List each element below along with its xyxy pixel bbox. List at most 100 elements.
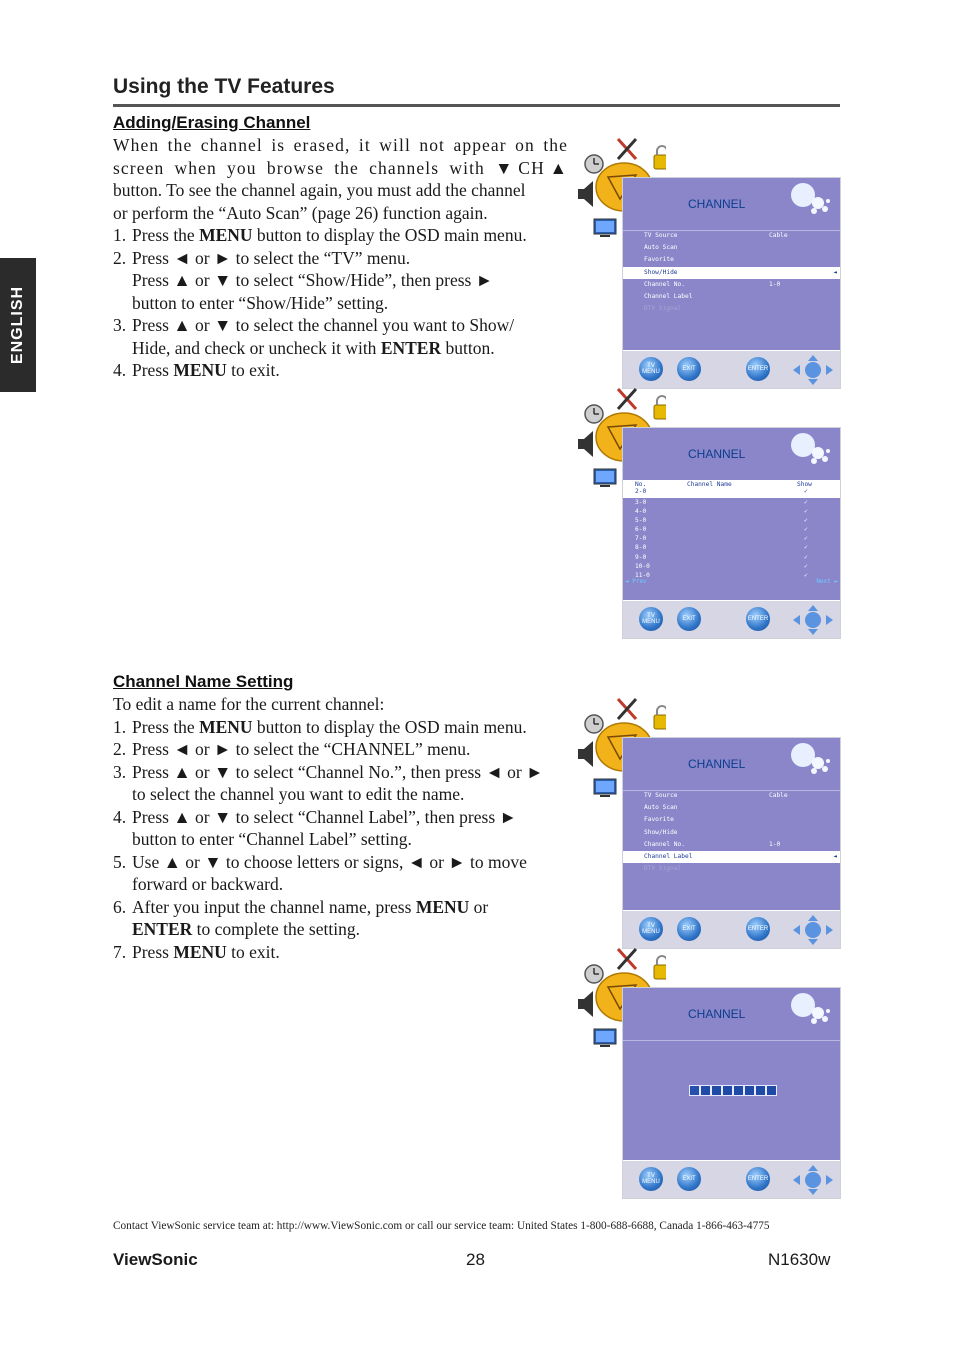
lock-icon bbox=[653, 955, 666, 980]
footer-brand: ViewSonic bbox=[113, 1250, 198, 1269]
osd-exit-button-label: EXIT bbox=[682, 366, 696, 372]
osd-menu-item[interactable]: Channel No.1-0 bbox=[623, 279, 840, 291]
lock-icon bbox=[653, 705, 666, 730]
text-run: button to enter “Show/Hide” setting. bbox=[132, 292, 389, 313]
osd-enter-button[interactable]: ENTER bbox=[746, 1167, 770, 1191]
section1-intro-line: screen when you browse the channels with… bbox=[113, 157, 568, 178]
step-line: button to enter “Show/Hide” setting. bbox=[132, 292, 568, 315]
clock-icon bbox=[584, 714, 604, 734]
osd-menu-item-label: Auto Scan bbox=[644, 244, 678, 252]
osd-channel-row[interactable]: 7-0✓ bbox=[623, 534, 840, 543]
bold-term: ENTER bbox=[132, 919, 193, 939]
osd-channel-row[interactable]: 3-0✓ bbox=[623, 498, 840, 507]
step-text: Press MENU to exit. bbox=[132, 941, 568, 964]
osd-menu-item[interactable]: Auto Scan bbox=[623, 242, 840, 254]
osd-col-name: Channel Name bbox=[687, 481, 732, 488]
osd-exit-button[interactable]: EXIT bbox=[677, 917, 701, 941]
osd-exit-button[interactable]: EXIT bbox=[677, 1167, 701, 1191]
osd-check-icon: ✓ bbox=[804, 553, 808, 561]
osd-label-char-box[interactable] bbox=[689, 1085, 700, 1096]
osd-channel-number: 6-0 bbox=[635, 526, 647, 534]
tools-icon bbox=[616, 947, 638, 971]
osd-label-char-box[interactable] bbox=[733, 1085, 744, 1096]
osd-menu-button[interactable]: TV MENU bbox=[639, 357, 663, 381]
section2-body: To edit a name for the current channel: … bbox=[113, 693, 568, 963]
osd-channel-number: 10-0 bbox=[635, 562, 650, 570]
osd-next-page[interactable]: Next ► bbox=[816, 578, 838, 585]
osd-menu-item[interactable]: DTV Signal bbox=[623, 863, 840, 875]
osd-button-bar: TV MENU EXIT ENTER bbox=[623, 1160, 840, 1198]
osd-channel-number: 11-0 bbox=[635, 571, 650, 579]
osd-direction-pad-icon[interactable] bbox=[791, 605, 835, 635]
osd-channel-row[interactable]: 11-0✓ bbox=[623, 571, 840, 580]
osd-enter-button[interactable]: ENTER bbox=[746, 357, 770, 381]
osd-direction-pad-icon[interactable] bbox=[791, 915, 835, 945]
osd-menu-item-label: Channel No. bbox=[644, 280, 685, 288]
osd-channel-row[interactable]: 8-0 ✓ bbox=[623, 543, 840, 552]
step-line: Hide, and check or uncheck it with ENTER… bbox=[132, 337, 568, 360]
osd-label-char-box[interactable] bbox=[755, 1085, 766, 1096]
osd-menu-item-label: Favorite bbox=[644, 816, 674, 824]
tv-icon bbox=[593, 778, 617, 797]
osd-check-icon: ✓ bbox=[804, 544, 808, 552]
step-line: Press ▲ or ▼ to select “Show/Hide”, then… bbox=[132, 269, 568, 292]
osd-menu-item[interactable]: Favorite bbox=[623, 814, 840, 826]
osd-channel-row[interactable]: 9-0✓ bbox=[623, 553, 840, 562]
osd-exit-button[interactable]: EXIT bbox=[677, 357, 701, 381]
osd-menu-item[interactable]: Show/Hide bbox=[623, 827, 840, 839]
text-run: Press ▲ or ▼ to select “Channel Label”, … bbox=[132, 806, 517, 827]
osd-prev-page[interactable]: ◄ Prev bbox=[625, 578, 647, 585]
osd-menu-item[interactable]: Channel Label bbox=[623, 291, 840, 303]
osd-menu-item[interactable]: Auto Scan bbox=[623, 802, 840, 814]
osd-channel-number: 3-0 bbox=[635, 499, 647, 506]
osd-enter-button-label: ENTER bbox=[747, 926, 769, 932]
osd-menu-button[interactable]: TV MENU bbox=[639, 607, 663, 631]
step-number: 3. bbox=[113, 761, 127, 782]
osd-enter-button[interactable]: ENTER bbox=[746, 607, 770, 631]
section1-steps: 1.Press the MENU button to display the O… bbox=[113, 224, 568, 382]
step-item: 4.Press MENU to exit. bbox=[113, 359, 568, 382]
step-line: Press MENU to exit. bbox=[132, 359, 568, 382]
osd-menu-item-value: Cable bbox=[769, 792, 788, 799]
osd-panel-header: CHANNEL bbox=[623, 738, 840, 791]
osd-menu-item[interactable]: Show/Hide◄ bbox=[623, 266, 840, 279]
text-run: or bbox=[469, 896, 489, 917]
osd-label-char-box[interactable] bbox=[700, 1085, 711, 1096]
text-run: Press ▲ or ▼ to select “Show/Hide”, then… bbox=[132, 270, 494, 290]
osd-direction-pad-icon[interactable] bbox=[791, 355, 835, 385]
osd-label-char-box[interactable] bbox=[722, 1085, 733, 1096]
osd-label-char-box[interactable] bbox=[744, 1085, 755, 1096]
osd-menu-button[interactable]: TV MENU bbox=[639, 917, 663, 941]
osd-menu-item[interactable]: Favorite bbox=[623, 254, 840, 266]
osd-exit-button[interactable]: EXIT bbox=[677, 607, 701, 631]
osd-selection-arrow-icon: ◄ bbox=[833, 852, 837, 860]
osd-channel-row[interactable]: 4-0✓ bbox=[623, 507, 840, 516]
osd-enter-button-label: ENTER bbox=[747, 366, 769, 372]
osd-direction-pad-icon[interactable] bbox=[791, 1165, 835, 1195]
osd-menu-item-label: Channel No. bbox=[644, 840, 685, 848]
osd-label-char-box[interactable] bbox=[711, 1085, 722, 1096]
bubbles-decoration-icon bbox=[791, 183, 830, 214]
osd-label-char-box[interactable] bbox=[766, 1085, 777, 1096]
osd-menu-item[interactable]: Channel No.1-0 bbox=[623, 839, 840, 851]
osd-channel-number: 8-0 bbox=[635, 544, 647, 552]
osd-panel-title: CHANNEL bbox=[688, 447, 746, 461]
osd-menu-button[interactable]: TV MENU bbox=[639, 1167, 663, 1191]
osd-channel-row[interactable]: 6-0✓ bbox=[623, 525, 840, 534]
osd-channel-label-input[interactable] bbox=[689, 1085, 777, 1096]
osd-menu-item[interactable]: DTV Signal bbox=[623, 303, 840, 315]
osd-menu-item[interactable]: Channel Label◄ bbox=[623, 850, 840, 864]
bold-term: MENU bbox=[199, 225, 253, 245]
text-run: Press ◄ or ► to select the “CHANNEL” men… bbox=[132, 739, 471, 759]
osd-channel-row[interactable]: 5-0✓ bbox=[623, 516, 840, 525]
text-run: button to display the OSD main menu. bbox=[252, 716, 527, 737]
osd-col-show: Show bbox=[797, 481, 812, 488]
osd-enter-button[interactable]: ENTER bbox=[746, 917, 770, 941]
osd-channel-row[interactable]: 10-0✓ bbox=[623, 562, 840, 571]
